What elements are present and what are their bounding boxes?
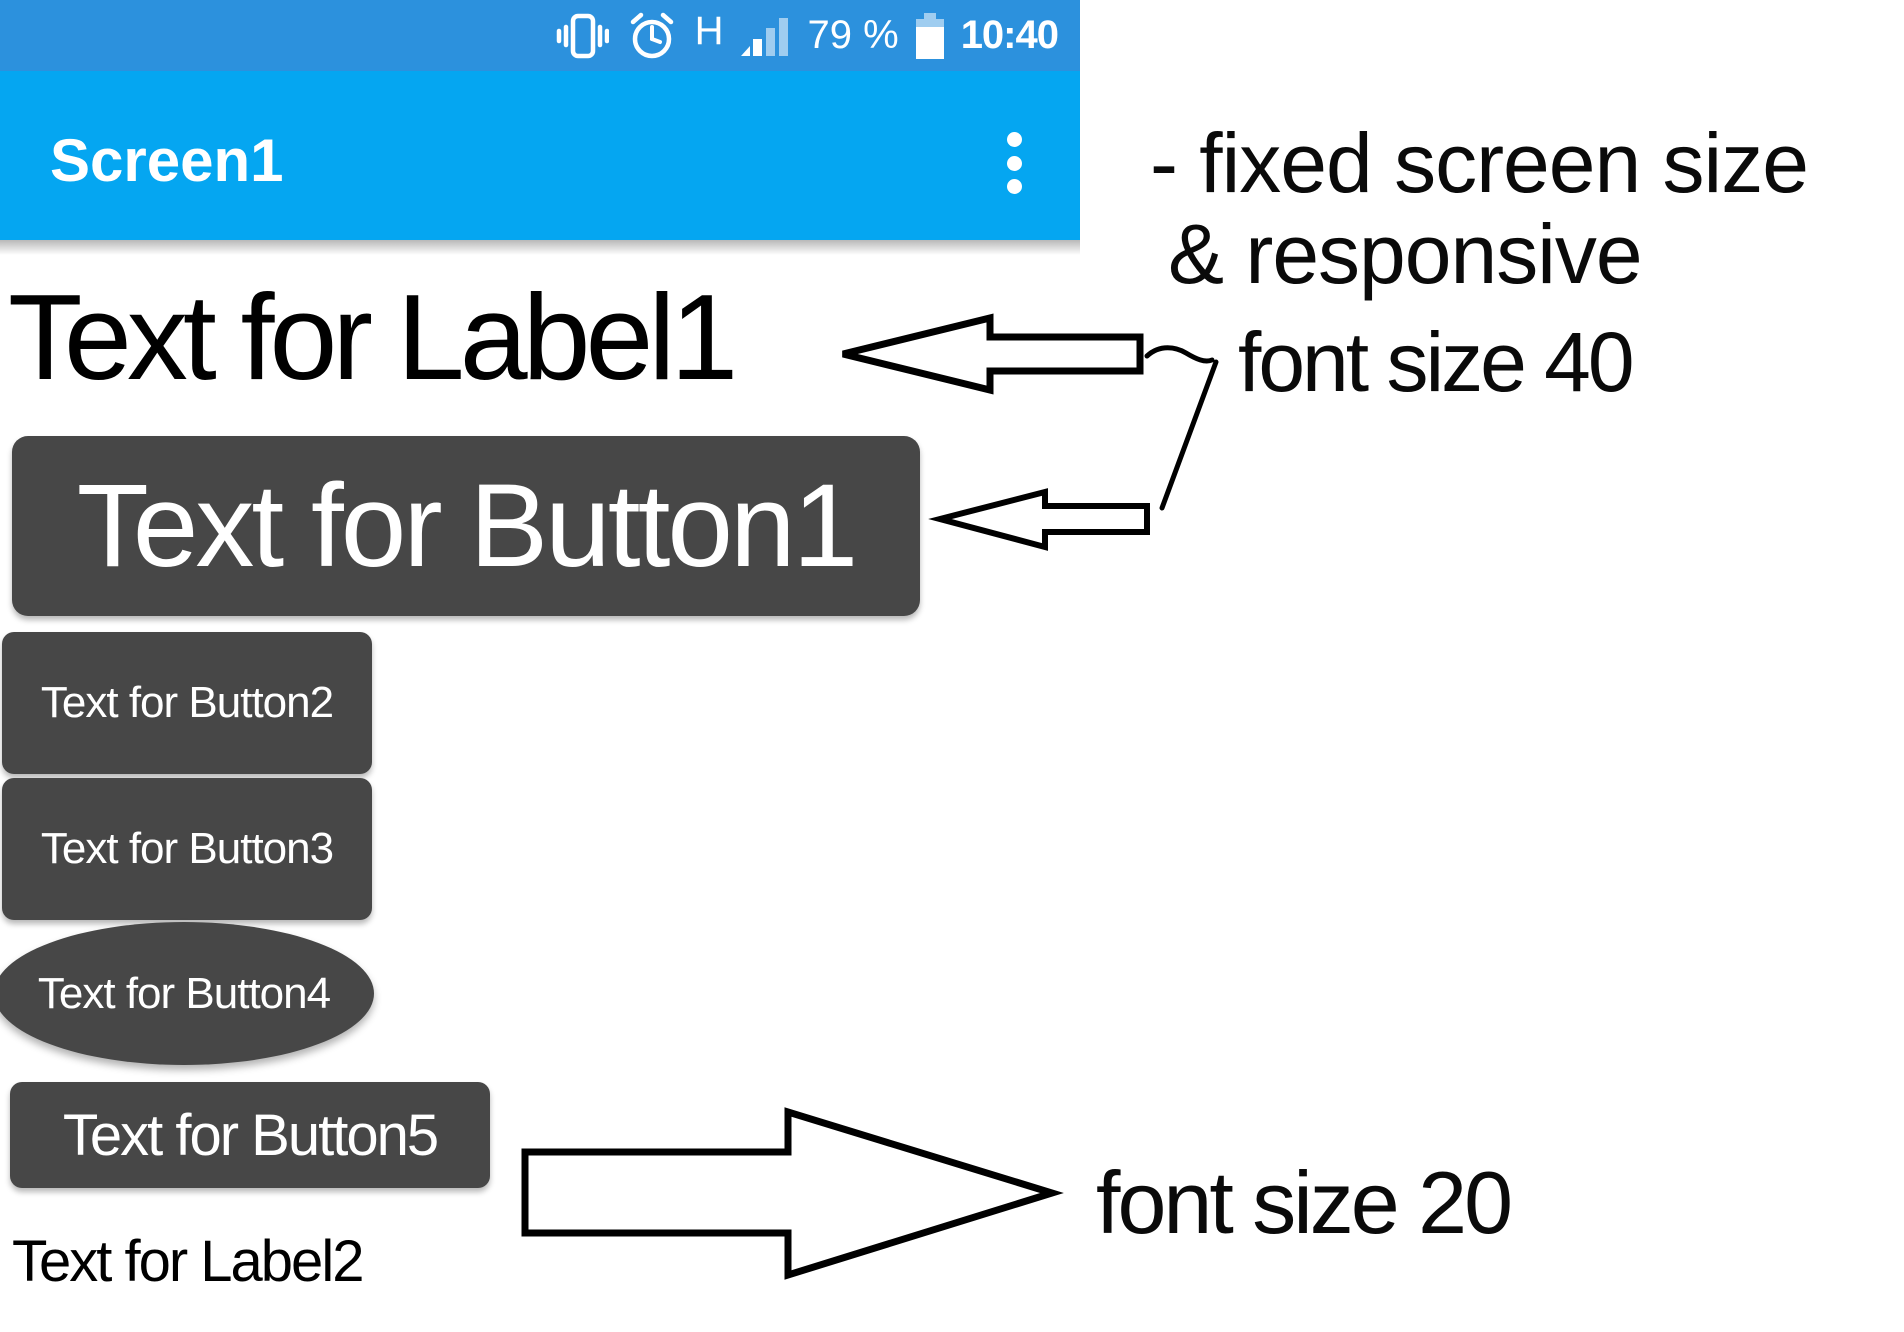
annotation-font-size-40: font size 40 [1238, 315, 1635, 409]
connector-squiggle [1144, 345, 1215, 364]
app-bar [0, 71, 1080, 240]
battery-icon [915, 12, 944, 59]
button3[interactable]: Text for Button3 [2, 778, 372, 920]
button1[interactable]: Text for Button1 [12, 436, 920, 616]
clock-text: 10:40 [960, 13, 1059, 57]
button5[interactable]: Text for Button5 [10, 1082, 490, 1188]
vibrate-icon [556, 13, 609, 58]
signal-strength-icon [740, 17, 788, 56]
battery-percent-text: 79 % [807, 13, 899, 57]
button4[interactable]: Text for Button4 [0, 922, 374, 1065]
annotation-font-size-20: font size 20 [1096, 1153, 1513, 1252]
annotation-note-line1: - fixed screen size [1150, 116, 1809, 210]
status-bar-icons: H 79 % 10:40 [555, 0, 1059, 71]
annotation-note-line2: & responsive [1168, 207, 1643, 301]
arrow-right-from-button5-icon [521, 1107, 1064, 1280]
arrow-left-to-button1-icon [928, 488, 1150, 551]
app-bar-shadow [0, 240, 1080, 255]
overflow-menu-icon[interactable] [1004, 132, 1024, 194]
alarm-icon [630, 12, 673, 58]
label2: Text for Label2 [12, 1229, 364, 1294]
page-title: Screen1 [50, 127, 284, 194]
status-bar: H 79 % 10:40 [0, 0, 1080, 71]
connector-line [1159, 359, 1219, 511]
button2[interactable]: Text for Button2 [2, 632, 372, 774]
network-mode-indicator: H [694, 9, 724, 53]
label1: Text for Label1 [8, 269, 738, 405]
arrow-left-to-label1-icon [842, 313, 1144, 395]
annotation-note: - fixed screen size & responsive [1150, 116, 1809, 301]
